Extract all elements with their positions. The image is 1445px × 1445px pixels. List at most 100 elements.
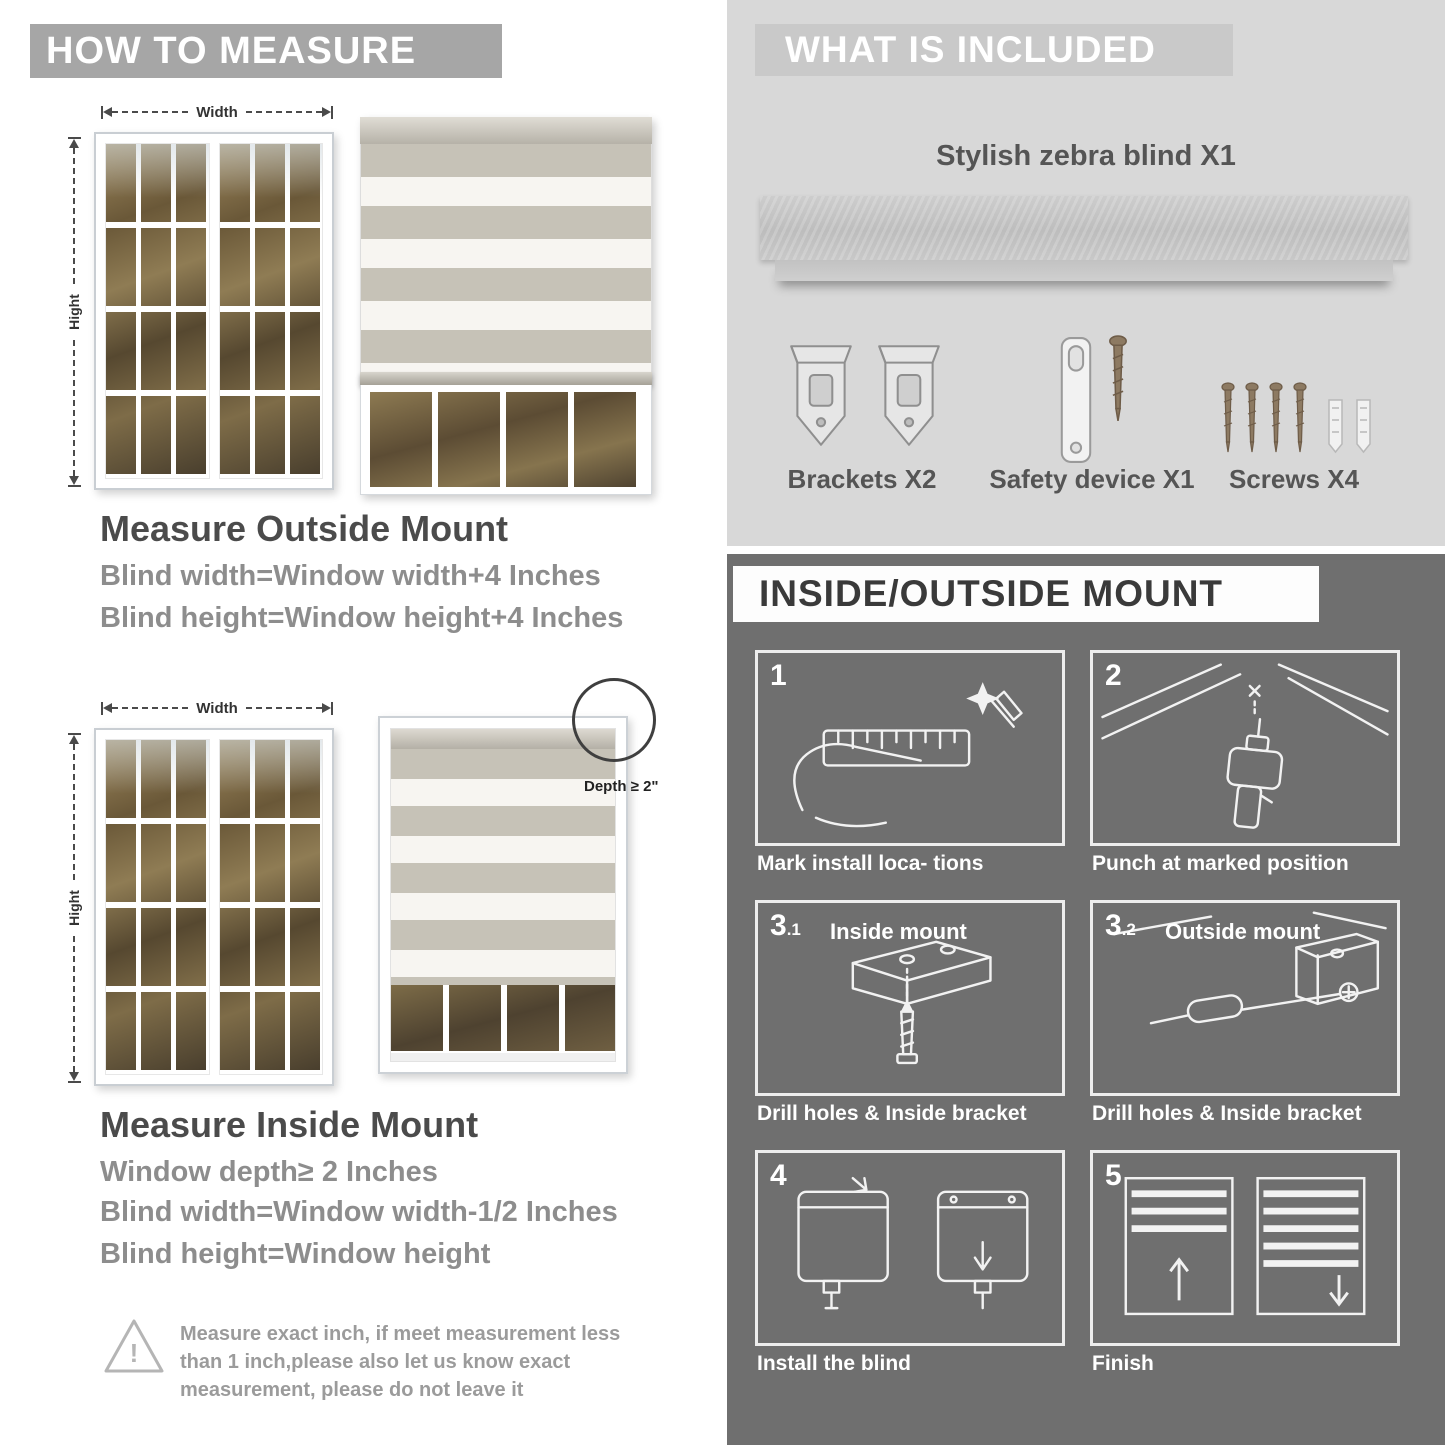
arrow-head-up (69, 139, 79, 148)
step-2-box: 2 (1090, 650, 1400, 846)
height-arrow: Hight (66, 137, 82, 487)
screw-icon (1109, 335, 1127, 422)
step-3-2-box: 3.2 Outside mount (1090, 900, 1400, 1096)
arrow-head-up (69, 735, 79, 744)
window-below-blind (360, 385, 652, 495)
what-is-included-panel: WHAT IS INCLUDED Stylish zebra blind X1 (727, 0, 1445, 546)
width-arrow: Width (101, 699, 334, 717)
install-blind-icon (797, 1176, 1029, 1310)
zebra-stripes (391, 749, 615, 985)
inside-mount-title: Measure Inside Mount (100, 1104, 479, 1145)
arrow-head-down (69, 1072, 79, 1081)
height-arrow: Hight (66, 733, 82, 1083)
arrow-head-down (69, 476, 79, 485)
inside-mount-line2: Blind width=Window width-1/2 Inches (100, 1196, 618, 1228)
arrow-head-right (322, 107, 332, 117)
screws-icon (1217, 378, 1387, 471)
arrow-tick (101, 105, 103, 119)
step-3-1-title: Inside mount (830, 919, 967, 944)
width-label: Width (196, 103, 238, 121)
step-5-caption: Finish (1092, 1352, 1154, 1375)
blind-headrail-illustration (760, 196, 1408, 260)
dashed-line (245, 111, 323, 113)
width-label: Width (196, 699, 238, 717)
window-pane (105, 143, 210, 479)
step-2-caption: Punch at marked position (1092, 852, 1349, 875)
svg-text:!: ! (130, 1338, 139, 1368)
dashed-line (73, 936, 75, 1072)
arrow-tick (67, 137, 81, 139)
step-4-box: 4 (755, 1150, 1065, 1346)
safety-device-label: Safety device X1 (989, 464, 1195, 494)
arrow-tick (331, 105, 334, 119)
arrow-head-left (103, 107, 112, 117)
window-pane (105, 739, 210, 1075)
step-5-box: 5 (1090, 1150, 1400, 1346)
arrow-tick (101, 701, 103, 715)
height-label: Hight (66, 294, 82, 330)
arrow-head-right (322, 703, 332, 713)
step-4-caption: Install the blind (757, 1352, 912, 1375)
depth-label: Depth ≥ 2" (584, 778, 659, 795)
dashed-line (73, 148, 75, 284)
window-below-blind (391, 985, 615, 1051)
width-arrow: Width (101, 103, 334, 121)
screws-label: Screws X4 (1228, 464, 1360, 494)
step-3-1-box: 3.1 Inside mount (755, 900, 1065, 1096)
finished-blind-icon (1124, 1176, 1366, 1316)
blind-cassette (391, 729, 615, 749)
warning-triangle-icon: ! (102, 1316, 166, 1381)
what-is-included-header: WHAT IS INCLUDED (755, 24, 1233, 76)
step-number: 4 (770, 1159, 787, 1192)
arrow-tick (67, 1081, 81, 1083)
step-number: 1 (770, 659, 787, 692)
arrow-tick (67, 485, 81, 487)
arrow-tick (67, 733, 81, 735)
window-sill (391, 1051, 615, 1061)
outside-mount-title: Measure Outside Mount (100, 508, 509, 549)
height-label: Hight (66, 890, 82, 926)
step-number: 3.1 (770, 909, 801, 942)
window-pane (218, 143, 323, 479)
inside-mount-line3: Blind height=Window height (100, 1238, 491, 1270)
step-3-2-title: Outside mount (1165, 919, 1321, 944)
window-illustration (94, 728, 334, 1086)
step-3-1-caption: Drill holes & Inside bracket (757, 1102, 1027, 1125)
inside-outside-mount-header: INSIDE/OUTSIDE MOUNT (733, 566, 1319, 622)
dashed-line (73, 744, 75, 880)
step-number: 2 (1105, 659, 1122, 692)
outside-bracket-icon (1112, 911, 1387, 1025)
window-pane (218, 739, 323, 1075)
step-number: 3.2 (1105, 909, 1136, 942)
inside-bracket-icon (851, 940, 992, 1065)
step-1-caption: Mark install loca- tions (757, 852, 984, 875)
mark-location-icon (793, 682, 1023, 828)
blind-bottom-rail (360, 372, 652, 385)
depth-circle (572, 678, 656, 762)
blind-item-label: Stylish zebra blind X1 (936, 140, 1236, 172)
step-3-2-caption: Drill holes & Inside bracket (1092, 1102, 1362, 1125)
inside-outside-mount-panel: INSIDE/OUTSIDE MOUNT 1 (727, 554, 1445, 1445)
safety-device-icon (1055, 334, 1129, 466)
zebra-blind-inside-illustration (378, 716, 628, 1074)
drill-icon (1101, 663, 1389, 829)
outside-mount-line2: Blind height=Window height+4 Inches (100, 602, 624, 634)
zebra-blind-outside-illustration (360, 117, 652, 495)
dashed-line (245, 707, 323, 709)
blind-cassette (360, 117, 652, 144)
dashed-line (112, 707, 189, 709)
outside-mount-line1: Blind width=Window width+4 Inches (100, 560, 601, 592)
step-number: 5 (1105, 1159, 1122, 1192)
arrow-head-left (103, 703, 112, 713)
blind-valance-illustration (775, 260, 1393, 281)
inside-mount-line1: Window depth≥ 2 Inches (100, 1156, 438, 1188)
brackets-icon (785, 338, 945, 453)
wall-anchor-icon (1328, 399, 1371, 454)
arrow-tick (331, 701, 334, 715)
brackets-label: Brackets X2 (787, 464, 937, 494)
dashed-line (112, 111, 189, 113)
zebra-stripes (360, 144, 652, 372)
dashed-line (73, 340, 75, 476)
step-1-box: 1 (755, 650, 1065, 846)
